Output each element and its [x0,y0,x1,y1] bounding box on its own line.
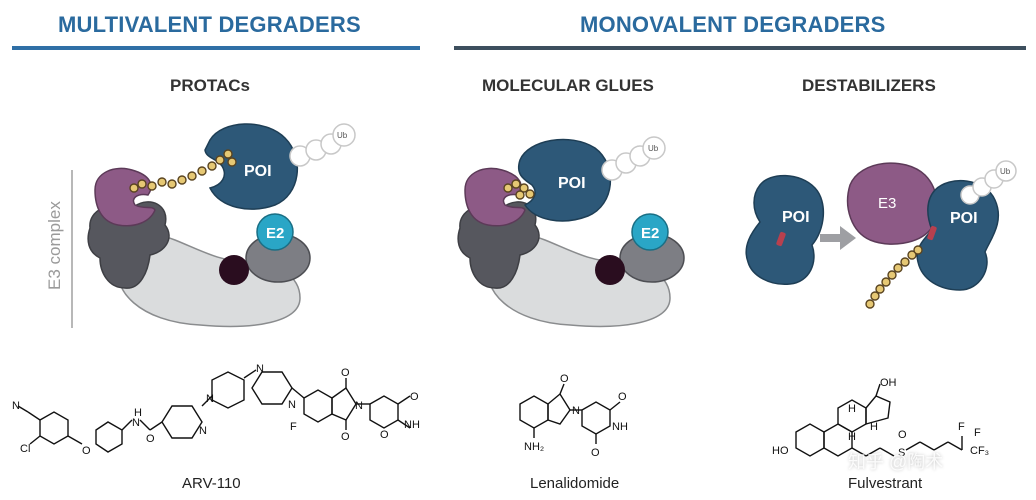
svg-text:O: O [560,373,569,385]
svg-text:O: O [410,391,419,403]
protac-illustration: E3 complex E2 POI Ub [45,123,356,328]
glue-ub-label: Ub [648,144,659,153]
fulvestrant-structure [795,383,963,457]
protac-ring-ball [219,255,249,285]
svg-text:F: F [290,421,297,433]
svg-text:N: N [199,425,207,437]
svg-text:F: F [958,421,965,433]
destab-ubiquitin-chain [960,160,1017,205]
svg-text:NH: NH [404,419,420,431]
destab-ub-label: Ub [1000,167,1011,176]
svg-text:N: N [12,400,20,412]
svg-text:N: N [206,393,214,405]
svg-text:H: H [134,407,142,419]
subtitle-molecular-glues: MOLECULAR GLUES [482,76,654,95]
glue-e3-ligase [464,167,526,227]
svg-text:OH: OH [880,377,897,389]
destab-degron-right [927,225,937,241]
glue-ubiquitin-chain [601,136,666,181]
glue-e2-label: E2 [641,225,659,242]
glue-poi [518,138,611,222]
destab-molecule [865,245,923,309]
protac-e2-label: E2 [266,225,284,242]
svg-text:NH₂: NH₂ [524,441,544,453]
protac-ubiquitin-chain [289,123,356,167]
header-multivalent: MULTIVALENT DEGRADERS [58,12,361,37]
svg-text:H: H [870,421,878,433]
subtitle-destabilizers: DESTABILIZERS [802,76,936,95]
destab-arrow [820,226,856,250]
protac-ub-label: Ub [337,131,348,140]
destab-poi-right-label: POI [950,210,978,227]
subtitle-protacs: PROTACs [170,76,250,95]
svg-text:N: N [288,399,296,411]
header-multivalent-underline [12,46,420,50]
e3-complex-label: E3 complex [45,201,64,290]
destab-poi-left-label: POI [782,209,810,226]
destabilizer-illustration: POI E3 POI Ub [745,160,1017,309]
caption-arv-110: ARV-110 [182,475,241,492]
svg-text:N: N [132,417,140,429]
svg-text:O: O [341,367,350,379]
destab-degron-left [776,231,786,247]
arv110-atom-labels: N Cl O H N O N N N N F O O N O NH O [12,363,420,457]
svg-text:NH: NH [612,421,628,433]
header-monovalent: MONOVALENT DEGRADERS [580,12,886,37]
caption-lenalidomide: Lenalidomide [530,475,620,492]
svg-text:O: O [341,431,350,443]
lenalidomide-structure [519,383,621,444]
svg-text:S: S [898,447,905,459]
glue-e2 [631,213,669,251]
svg-text:H: H [848,431,856,443]
destab-e3-label: E3 [878,195,896,212]
glue-cullin-scaffold [487,235,671,328]
destab-poi-left [745,174,825,285]
watermark: 知乎 @陶术 [848,452,944,472]
protac-e3-ligase [94,167,156,227]
fulvestrant-atom-labels: HO OH H H H S O F F CF₃ [772,377,989,459]
header-monovalent-underline [454,46,1026,50]
protac-cullin-scaffold [117,235,301,328]
glue-molecule [503,179,535,200]
svg-text:O: O [82,445,91,457]
svg-text:Cl: Cl [20,443,30,455]
protac-linker [129,149,237,193]
lenalidomide-atom-labels: O N O NH O NH₂ [524,373,628,459]
svg-text:N: N [355,400,363,412]
glue-illustration: E2 POI Ub [457,136,685,328]
svg-text:N: N [256,363,264,375]
caption-fulvestrant: Fulvestrant [848,475,923,492]
glue-poi-label: POI [558,175,586,192]
svg-text:O: O [591,447,600,459]
svg-text:N: N [572,405,580,417]
svg-text:O: O [618,391,627,403]
svg-text:O: O [898,429,907,441]
protac-poi-label: POI [244,163,272,180]
svg-text:O: O [380,429,389,441]
svg-text:CF₃: CF₃ [970,445,989,457]
glue-ring-ball [595,255,625,285]
svg-text:H: H [848,403,856,415]
svg-text:O: O [146,433,155,445]
protac-e2 [256,213,294,251]
svg-text:HO: HO [772,445,789,457]
svg-text:F: F [974,427,981,439]
arv110-structure [17,369,411,453]
